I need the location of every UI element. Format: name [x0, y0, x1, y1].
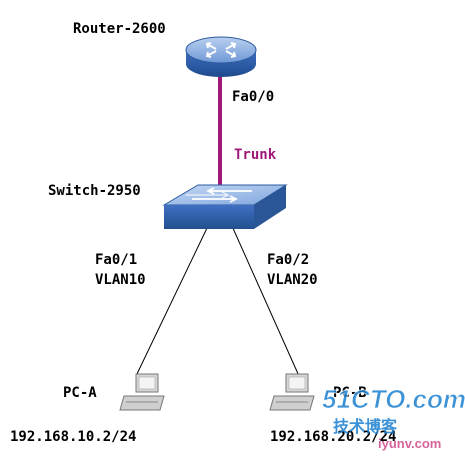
- watermark-brand: 51CTO.com: [322, 384, 465, 414]
- left-vlan-label: VLAN10: [95, 272, 146, 288]
- pc-b-name-label: PC-B: [333, 385, 367, 401]
- router-port-label: Fa0/0: [232, 89, 274, 105]
- right-vlan-label: VLAN20: [267, 272, 318, 288]
- switch-name-label: Switch-2950: [48, 183, 141, 199]
- watermark-subtitle: 技术博客: [333, 417, 398, 436]
- pc-b-ip-label: 192.168.20.2/24: [270, 429, 396, 445]
- router-name-label: Router-2600: [73, 21, 166, 37]
- link-switch-pc-b: [231, 225, 300, 377]
- router-icon: [185, 36, 257, 77]
- right-port-label: Fa0/2: [267, 252, 309, 268]
- link-switch-pc-a: [135, 225, 209, 377]
- watermark-domain: iyunv.com: [378, 436, 441, 451]
- left-port-label: Fa0/1: [95, 252, 137, 268]
- trunk-label: Trunk: [234, 147, 277, 163]
- pc-a-icon: [119, 373, 165, 411]
- watermark: 51CTO.com 技术博客 iyunv.com: [322, 384, 465, 451]
- pc-a-ip-label: 192.168.10.2/24: [10, 429, 136, 445]
- pc-a-name-label: PC-A: [63, 385, 97, 401]
- pc-b-icon: [269, 373, 315, 411]
- switch-icon: [162, 184, 288, 229]
